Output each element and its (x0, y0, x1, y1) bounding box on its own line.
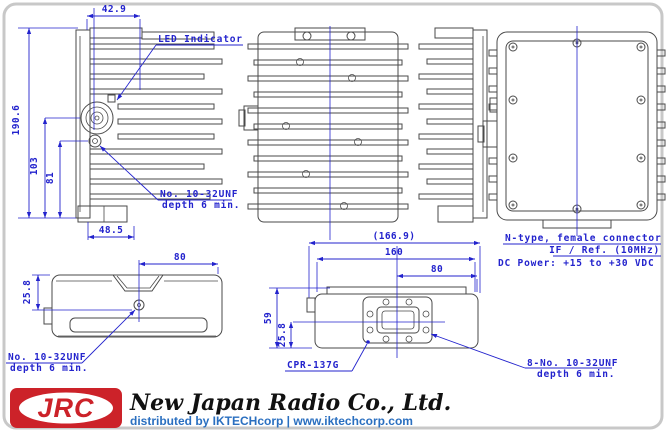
waveguide-flange (362, 296, 433, 344)
svg-text:depth 6 min.: depth 6 min. (537, 369, 615, 380)
mounting-hole (302, 31, 312, 41)
side-view-left: 42.9 190.6 103 81 48.5 LED Indicator No.… (11, 4, 243, 240)
base-view: N-type, female connector IF / Ref. (10MH… (477, 26, 666, 269)
dim-width-body: 160 (385, 247, 403, 258)
jrc-logo: JRC (10, 388, 122, 428)
dim-top-80: 80 (174, 252, 186, 263)
flange-type-label: CPR-137G (285, 340, 370, 372)
dim-height-screw: 81 (45, 172, 56, 184)
dim-width-overall: (166.9) (373, 231, 416, 242)
led-indicator-label: LED Indicator (116, 34, 243, 101)
vent-latch (489, 97, 498, 113)
footer: JRC New Japan Radio Co., Ltd. distribute… (10, 388, 451, 428)
svg-text:DC Power: +15 to +30 VDC: DC Power: +15 to +30 VDC (498, 258, 654, 269)
unit-top-dimensions: 80 25.8 (22, 252, 219, 322)
flange-screws-label: 8-No. 10-32UNF depth 6 min. (430, 333, 618, 380)
dim-height-body: 59 (263, 312, 274, 324)
dim-height-overall: 190.6 (11, 105, 22, 136)
unit-top-view: 80 25.8 No. 10-32UNF depth 6 min. (6, 252, 223, 374)
heatsink-top-view (238, 26, 409, 240)
heatsink-fins-side-right (418, 43, 474, 200)
jrc-logo-text: JRC (37, 393, 94, 423)
side-screw-label: No. 10-32UNF depth 6 min. (99, 145, 240, 211)
front-width-dimensions: (166.9) 160 80 (308, 231, 481, 298)
svg-text:depth 6 min.: depth 6 min. (162, 200, 240, 211)
unit-front-view: (166.9) 160 80 (263, 231, 618, 380)
side-view-dimensions: 42.9 190.6 103 81 48.5 (11, 4, 141, 240)
dim-width-half: 80 (431, 264, 443, 275)
screw-hole-side-mark (88, 134, 102, 148)
mounting-hole (346, 31, 356, 41)
n-connector-side-mark (80, 101, 114, 135)
heatsink-fins-top (247, 43, 409, 210)
distributor-text: distributed by IKTECHcorp | www.iktechco… (130, 414, 413, 428)
side-connector-stub (43, 307, 53, 325)
dim-top-25-8: 25.8 (22, 280, 33, 304)
svg-text:LED Indicator: LED Indicator (158, 34, 243, 45)
company-name: New Japan Radio Co., Ltd. (129, 390, 451, 416)
side-connector-stub (306, 297, 316, 313)
svg-text:depth 6 min.: depth 6 min. (10, 363, 88, 374)
dim-width-top: 42.9 (102, 4, 126, 15)
top-screw-label: No. 10-32UNF depth 6 min. (6, 309, 136, 374)
side-connector-stub (243, 105, 259, 131)
n-connector (477, 120, 498, 148)
svg-text:8-No. 10-32UNF: 8-No. 10-32UNF (527, 358, 618, 369)
dim-height-center: 25.8 (277, 323, 288, 347)
dim-depth-bottom: 48.5 (99, 225, 123, 236)
connector-annotation: N-type, female connector IF / Ref. (10MH… (498, 233, 661, 269)
heatsink-fins-side (89, 43, 223, 200)
dim-height-connector: 103 (29, 157, 40, 175)
side-view-right (418, 27, 488, 223)
svg-text:No. 10-32UNF: No. 10-32UNF (8, 352, 86, 363)
front-height-dimensions: 59 25.8 (263, 287, 330, 349)
svg-text:IF / Ref. (10MHz): IF / Ref. (10MHz) (549, 245, 660, 256)
svg-text:No. 10-32UNF: No. 10-32UNF (160, 189, 238, 200)
svg-text:CPR-137G: CPR-137G (287, 360, 339, 371)
svg-text:N-type, female connector: N-type, female connector (505, 233, 661, 244)
led-indicator-mark (107, 94, 116, 103)
